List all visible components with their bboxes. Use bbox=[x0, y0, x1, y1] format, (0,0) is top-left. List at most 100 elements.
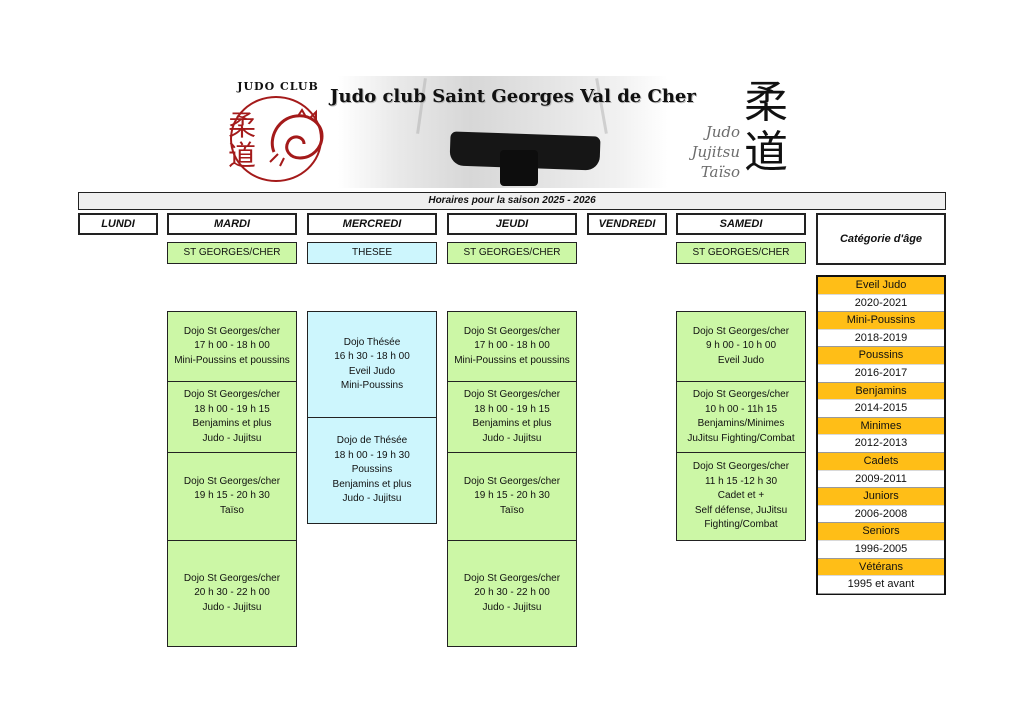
session-block: Dojo St Georges/cher 17 h 00 - 18 h 00 M… bbox=[167, 311, 297, 382]
dragon-icon bbox=[269, 108, 324, 167]
logo-kanji-ju: 柔 bbox=[228, 109, 257, 142]
category-years: 2006-2008 bbox=[818, 505, 944, 524]
session-time: 16 h 30 - 18 h 00 bbox=[334, 351, 410, 362]
session-block: Dojo St Georges/cher 9 h 00 - 10 h 00 Ev… bbox=[676, 311, 806, 382]
session-block: Dojo St Georges/cher 19 h 15 - 20 h 30 T… bbox=[447, 452, 577, 541]
session-block: Dojo St Georges/cher 19 h 15 - 20 h 30 T… bbox=[167, 452, 297, 541]
day-header-lundi: LUNDI bbox=[78, 213, 158, 235]
category-years: 2018-2019 bbox=[818, 329, 944, 348]
session-time: 9 h 00 - 10 h 00 bbox=[705, 340, 777, 352]
location-mercredi: THESEE bbox=[307, 242, 437, 264]
category-name: Cadets bbox=[818, 453, 944, 471]
session-discipline: Taïso bbox=[500, 504, 524, 516]
session-block: Dojo St Georges/cher 20 h 30 - 22 h 00 J… bbox=[447, 540, 577, 647]
discipline-taiso: Taïso bbox=[700, 163, 740, 181]
session-discipline: JuJitsu Fighting/Combat bbox=[687, 432, 795, 444]
session-discipline: Judo - Jujitsu bbox=[482, 432, 542, 444]
logo-kanji-do: 道 bbox=[228, 139, 257, 172]
session-discipline: Judo - Jujitsu bbox=[482, 601, 542, 613]
category-name: Vétérans bbox=[818, 558, 944, 577]
category-name: Seniors bbox=[818, 523, 944, 541]
age-category-table: Eveil Judo 2020-2021 Mini-Poussins 2018-… bbox=[816, 275, 946, 595]
session-group: Benjamins et plus bbox=[192, 418, 272, 429]
session-location: Dojo St Georges/cher bbox=[692, 389, 790, 400]
session-time: 17 h 00 - 18 h 00 bbox=[194, 340, 270, 352]
session-time: 20 h 30 - 22 h 00 bbox=[194, 587, 270, 599]
session-discipline: Self défense, JuJitsu bbox=[694, 504, 788, 516]
category-years: 2014-2015 bbox=[818, 400, 944, 418]
session-location: Dojo St Georges/cher bbox=[183, 325, 281, 337]
session-discipline: Judo - Jujitsu bbox=[202, 432, 262, 444]
session-block: Dojo de Thésée 18 h 00 - 19 h 30 Poussin… bbox=[307, 417, 437, 524]
session-discipline: Fighting/Combat bbox=[704, 519, 778, 531]
session-group: Benjamins et plus bbox=[472, 418, 552, 429]
session-group: Mini-Poussins bbox=[340, 380, 404, 391]
session-discipline: Judo - Jujitsu bbox=[202, 601, 262, 613]
session-block: Dojo Thésée 16 h 30 - 18 h 00 Eveil Judo… bbox=[307, 311, 437, 418]
session-group: Benjamins/Minimes bbox=[697, 418, 785, 429]
session-location: Dojo St Georges/cher bbox=[692, 461, 790, 473]
session-location: Dojo St Georges/cher bbox=[183, 475, 281, 487]
category-years: 2016-2017 bbox=[818, 365, 944, 383]
day-header-jeudi: JEUDI bbox=[447, 213, 577, 235]
session-location: Dojo St Georges/cher bbox=[463, 572, 561, 584]
session-block: Dojo St Georges/cher 18 h 00 - 19 h 15 B… bbox=[167, 381, 297, 453]
session-group: Cadet et + bbox=[717, 490, 765, 502]
belt-knot-image bbox=[500, 150, 538, 186]
category-years: 1995 et avant bbox=[818, 576, 944, 594]
session-location: Dojo St Georges/cher bbox=[463, 389, 561, 400]
session-location: Dojo St Georges/cher bbox=[183, 572, 281, 584]
session-location: Dojo St Georges/cher bbox=[463, 325, 561, 337]
session-block: Dojo St Georges/cher 18 h 00 - 19 h 15 B… bbox=[447, 381, 577, 453]
session-group: Eveil Judo bbox=[348, 365, 396, 377]
day-header-samedi: SAMEDI bbox=[676, 213, 806, 235]
session-block: Dojo St Georges/cher 20 h 30 - 22 h 00 J… bbox=[167, 540, 297, 647]
session-time: 19 h 15 - 20 h 30 bbox=[474, 490, 550, 502]
session-location: Dojo St Georges/cher bbox=[463, 475, 561, 487]
category-years: 2020-2021 bbox=[818, 294, 944, 313]
session-time: 17 h 00 - 18 h 00 bbox=[474, 340, 550, 352]
session-group: Poussins bbox=[351, 464, 393, 476]
session-time: 19 h 15 - 20 h 30 bbox=[194, 490, 270, 502]
club-title: Judo club Saint Georges Val de Cher bbox=[330, 86, 696, 107]
day-header-vendredi: VENDREDI bbox=[587, 213, 667, 235]
session-location: Dojo St Georges/cher bbox=[692, 325, 790, 337]
day-header-mardi: MARDI bbox=[167, 213, 297, 235]
session-block: Dojo St Georges/cher 17 h 00 - 18 h 00 M… bbox=[447, 311, 577, 382]
category-name: Poussins bbox=[818, 347, 944, 365]
location-samedi: ST GEORGES/CHER bbox=[676, 242, 806, 264]
session-location: Dojo Thésée bbox=[343, 336, 401, 348]
session-time: 20 h 30 - 22 h 00 bbox=[474, 587, 550, 599]
session-block: Dojo St Georges/cher 11 h 15 -12 h 30 Ca… bbox=[676, 452, 806, 541]
age-category-title: Catégorie d'âge bbox=[816, 213, 946, 265]
category-name: Benjamins bbox=[818, 382, 944, 401]
session-group: Benjamins et plus bbox=[332, 478, 412, 490]
kanji-do: 道 bbox=[744, 127, 788, 178]
session-time: 11 h 15 -12 h 30 bbox=[704, 475, 778, 487]
session-group: Eveil Judo bbox=[717, 354, 765, 366]
club-logo: JUDO CLUB 柔 道 bbox=[222, 76, 330, 186]
category-years: 2009-2011 bbox=[818, 470, 944, 489]
category-years: 2012-2013 bbox=[818, 435, 944, 453]
day-header-mercredi: MERCREDI bbox=[307, 213, 437, 235]
session-time: 10 h 00 - 11h 15 bbox=[704, 403, 778, 415]
category-name: Mini-Poussins bbox=[818, 312, 944, 330]
session-time: 18 h 00 - 19 h 15 bbox=[474, 403, 550, 415]
session-discipline: Judo - Jujitsu bbox=[342, 493, 402, 505]
category-name: Juniors bbox=[818, 488, 944, 506]
kanji-ju: 柔 bbox=[744, 77, 788, 128]
session-group: Mini-Poussins et poussins bbox=[174, 354, 290, 366]
discipline-judo: Judo bbox=[705, 123, 740, 141]
session-location: Dojo de Thésée bbox=[336, 435, 408, 447]
session-discipline: Taïso bbox=[220, 504, 244, 516]
session-location: Dojo St Georges/cher bbox=[183, 389, 281, 400]
session-group: Mini-Poussins et poussins bbox=[454, 354, 570, 366]
session-block: Dojo St Georges/cher 10 h 00 - 11h 15 Be… bbox=[676, 381, 806, 453]
category-name: Minimes bbox=[818, 417, 944, 436]
category-years: 1996-2005 bbox=[818, 541, 944, 559]
season-title: Horaires pour la saison 2025 - 2026 bbox=[78, 192, 946, 210]
location-jeudi: ST GEORGES/CHER bbox=[447, 242, 577, 264]
session-time: 18 h 00 - 19 h 15 bbox=[194, 403, 270, 415]
discipline-jujitsu: Jujitsu bbox=[691, 143, 740, 161]
logo-text: JUDO CLUB bbox=[237, 80, 319, 93]
